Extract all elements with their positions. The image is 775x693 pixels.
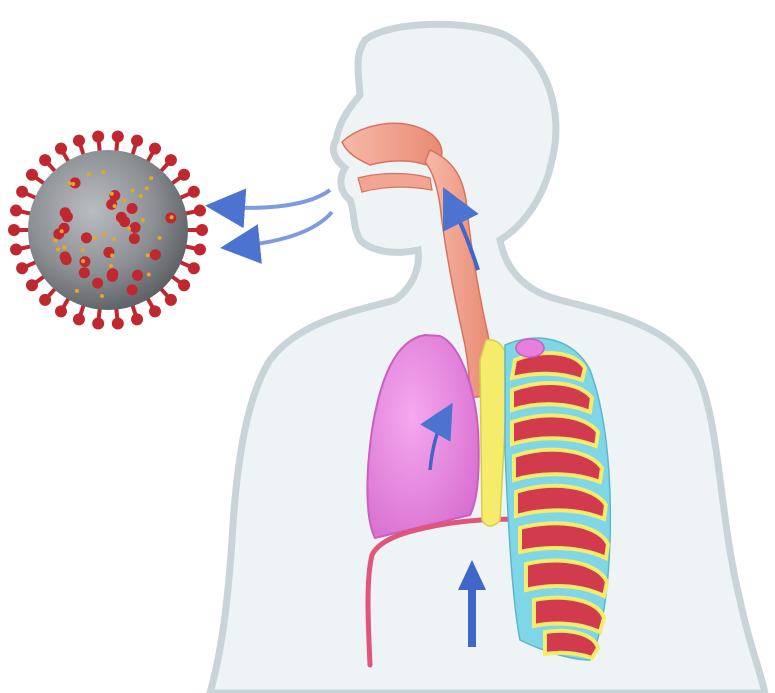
- virus-surface-dot: [87, 172, 91, 176]
- virus-spike: [26, 276, 45, 291]
- virus-spike: [8, 224, 30, 236]
- virus-surface-dot: [81, 259, 85, 263]
- virus-spike: [184, 204, 206, 216]
- virus-surface-dot: [56, 247, 60, 251]
- virus-surface-spike: [92, 278, 103, 289]
- virus-surface-dot: [68, 181, 72, 185]
- rib-cage: [505, 338, 610, 660]
- virus-spike: [147, 143, 161, 163]
- virus-icon: [8, 131, 208, 330]
- virus-surface-dot: [147, 272, 151, 276]
- virus-surface-spike: [119, 216, 130, 227]
- virus-surface-spike: [127, 203, 138, 214]
- virus-spike: [39, 154, 56, 172]
- airflow-arrow-icon: [240, 212, 332, 246]
- virus-surface-dot: [127, 227, 131, 231]
- virus-spike: [131, 304, 143, 325]
- virus-spike: [184, 244, 206, 256]
- virus-spike: [92, 131, 104, 153]
- virus-spike: [112, 131, 124, 153]
- virus-surface-dot: [102, 233, 106, 237]
- heart-top: [516, 339, 544, 357]
- virus-spike: [55, 143, 69, 163]
- virus-surface-dot: [75, 289, 79, 293]
- virus-spike: [16, 186, 37, 199]
- virus-surface-dot: [141, 218, 145, 222]
- virus-spike: [39, 288, 56, 306]
- virus-spike: [186, 224, 208, 236]
- virus-surface-spike: [127, 284, 138, 295]
- virus-spike: [171, 169, 190, 184]
- virus-surface-dot: [100, 294, 104, 298]
- virus-surface-dot: [81, 248, 85, 252]
- virus-surface-dot: [93, 236, 97, 240]
- virus-surface-dot: [139, 194, 143, 198]
- virus-body: [28, 150, 188, 310]
- virus-surface-spike: [62, 211, 73, 222]
- virus-surface-dot: [62, 245, 66, 249]
- virus-surface-spike: [150, 249, 161, 260]
- virus-spike: [160, 154, 177, 172]
- virus-surface-spike: [79, 267, 90, 278]
- virus-surface-spike: [129, 233, 140, 244]
- virus-spike: [16, 262, 37, 275]
- virus-spike: [131, 135, 143, 156]
- virus-surface-dot: [113, 204, 117, 208]
- virus-spike: [10, 204, 32, 216]
- virus-surface-spike: [106, 270, 117, 281]
- airflow-arrow-icon: [225, 190, 330, 208]
- virus-surface-spike: [81, 232, 92, 243]
- virus-surface-dot: [71, 182, 75, 186]
- virus-spike: [73, 304, 85, 325]
- virus-spike: [10, 244, 32, 256]
- virus-surface-dot: [145, 186, 149, 190]
- virus-surface-dot: [122, 199, 126, 203]
- virus-surface-dot: [110, 253, 114, 257]
- virus-spike: [160, 288, 177, 306]
- virus-surface-spike: [130, 222, 141, 233]
- virus-surface-dot: [146, 253, 150, 257]
- virus-surface-dot: [112, 237, 116, 241]
- virus-spike: [179, 262, 200, 275]
- virus-surface-spike: [132, 270, 143, 281]
- virus-surface-dot: [170, 215, 174, 219]
- virus-spike: [26, 169, 45, 184]
- virus-surface-dot: [53, 238, 57, 242]
- virus-surface-dot: [149, 176, 153, 180]
- virus-spike: [73, 135, 85, 156]
- virus-spike: [147, 298, 161, 318]
- virus-surface-dot: [158, 236, 162, 240]
- virus-spike: [92, 308, 104, 330]
- virus-surface-dot: [110, 192, 114, 196]
- virus-surface-spike: [61, 254, 72, 265]
- virus-surface-dot: [130, 189, 134, 193]
- virus-spike: [55, 298, 69, 318]
- virus-spike: [112, 308, 124, 330]
- virus-surface-dot: [101, 170, 105, 174]
- virus-spike: [171, 276, 190, 291]
- virus-spike: [179, 186, 200, 199]
- virus-surface-dot: [109, 264, 113, 268]
- virus-surface-dot: [60, 229, 64, 233]
